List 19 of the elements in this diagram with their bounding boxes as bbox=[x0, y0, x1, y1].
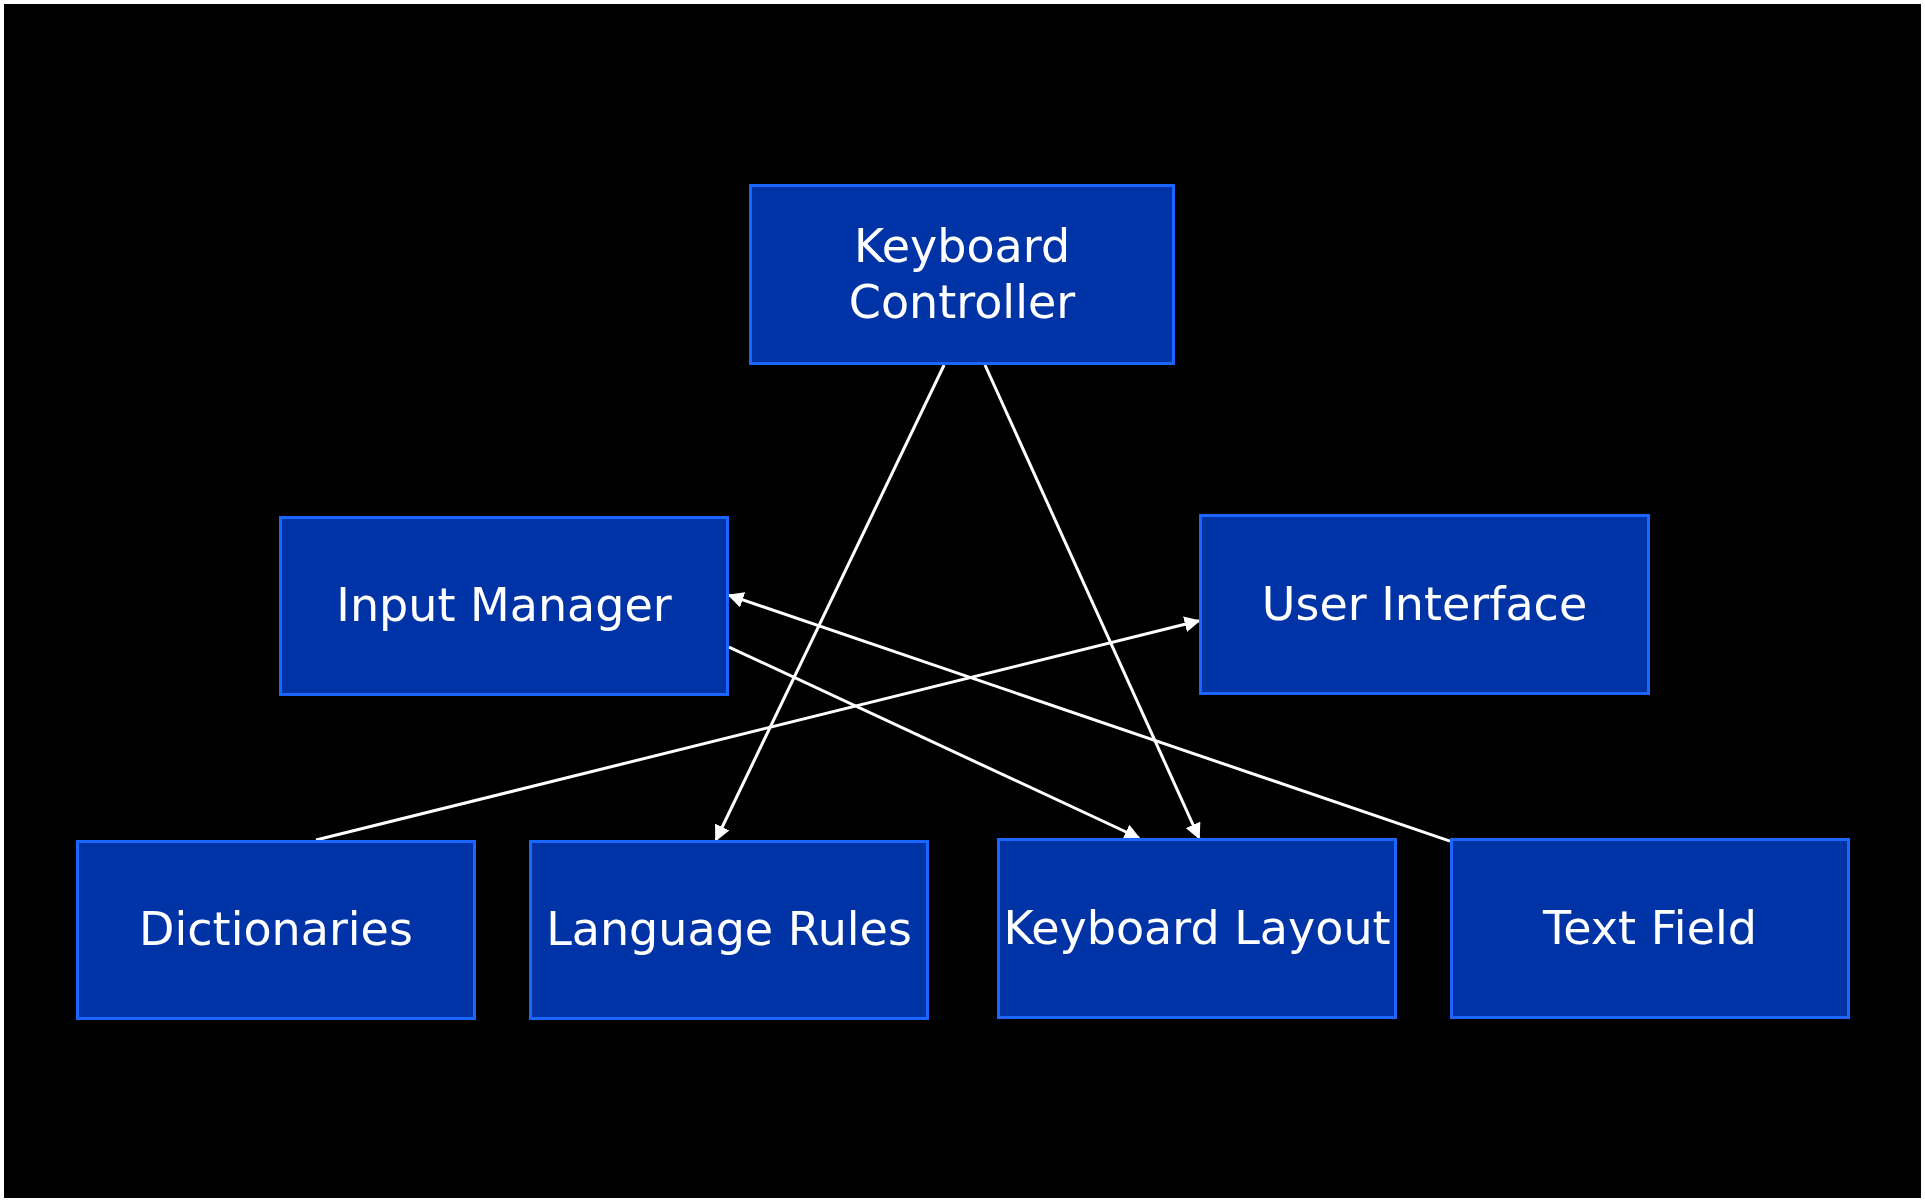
process-box bbox=[1199, 514, 1650, 695]
box-label: Keyboard Layout bbox=[1003, 900, 1391, 957]
box-label: Input Manager bbox=[336, 578, 672, 634]
process-box bbox=[997, 838, 1397, 1019]
box-label: Keyboard Controller bbox=[847, 219, 1077, 330]
box-label: Text Field bbox=[1543, 900, 1757, 957]
arrow bbox=[315, 616, 1201, 842]
box-label: Language Rules bbox=[546, 902, 912, 958]
box-label: Dictionaries bbox=[139, 902, 413, 958]
arrow bbox=[983, 364, 1201, 840]
arrow bbox=[714, 364, 946, 842]
arrow bbox=[727, 592, 1451, 843]
process-box bbox=[749, 184, 1175, 365]
box-label: User Interface bbox=[1261, 576, 1588, 633]
process-box bbox=[1450, 838, 1850, 1019]
process-box bbox=[529, 840, 929, 1020]
process-box bbox=[76, 840, 476, 1020]
process-box bbox=[279, 516, 729, 696]
arrow bbox=[728, 645, 1141, 840]
